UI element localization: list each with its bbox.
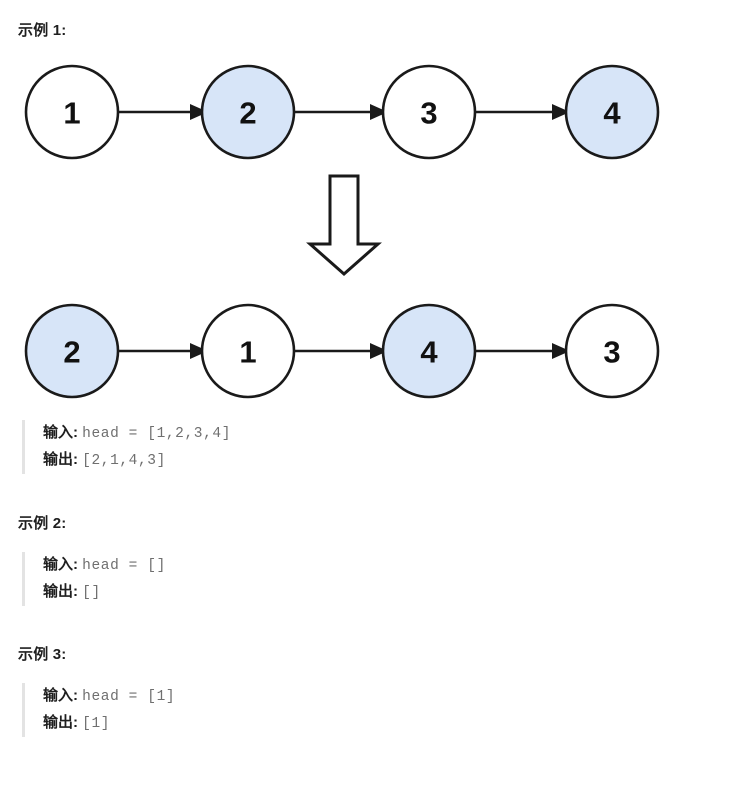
before-arrow-2 (295, 104, 388, 120)
example-3-input-value: head = [1] (82, 689, 176, 705)
before-node-2: 3 (381, 64, 477, 160)
before-node-0-label: 1 (63, 96, 80, 131)
after-node-1-label: 1 (239, 335, 256, 370)
after-node-0: 2 (24, 303, 120, 399)
before-node-1-label: 2 (239, 96, 256, 131)
after-node-1: 1 (200, 303, 296, 399)
example-1-heading: 示例 1: (18, 22, 67, 39)
after-node-2-label: 4 (420, 335, 438, 370)
after-arrow-1 (119, 343, 208, 359)
example-1-output-value: [2,1,4,3] (82, 453, 166, 469)
example-2-output-label: 输出: (43, 583, 78, 600)
example-2-io-block: 输入: head = [] 输出: [] (22, 552, 166, 606)
example-3-input-label: 输入: (43, 687, 78, 704)
after-node-0-label: 2 (63, 335, 80, 370)
example-3-output-line: 输出: [1] (43, 710, 175, 737)
example-1-io-block: 输入: head = [1,2,3,4] 输出: [2,1,4,3] (22, 420, 231, 474)
example-1-output-label: 输出: (43, 451, 78, 468)
example-1-input-value: head = [1,2,3,4] (82, 426, 231, 442)
example-1-input-line: 输入: head = [1,2,3,4] (43, 420, 231, 447)
before-arrow-3 (475, 104, 570, 120)
before-node-3: 4 (564, 64, 660, 160)
example-2-input-value: head = [] (82, 558, 166, 574)
after-arrow-2 (295, 343, 388, 359)
after-node-3: 3 (564, 303, 660, 399)
before-node-0: 1 (24, 64, 120, 160)
before-node-2-label: 3 (420, 96, 437, 131)
after-node-2: 4 (381, 303, 477, 399)
example-2-input-label: 输入: (43, 556, 78, 573)
before-arrow-1 (119, 104, 208, 120)
example-1-output-line: 输出: [2,1,4,3] (43, 447, 231, 474)
after-node-3-label: 3 (603, 335, 620, 370)
before-node-3-label: 4 (603, 96, 621, 131)
before-node-1: 2 (200, 64, 296, 160)
down-block-arrow-icon (306, 174, 382, 277)
linked-list-swap-figure: 1 2 3 4 (0, 52, 700, 402)
example-3-output-label: 输出: (43, 714, 78, 731)
example-3-input-line: 输入: head = [1] (43, 683, 175, 710)
example-2-heading: 示例 2: (18, 515, 67, 532)
example-2-input-line: 输入: head = [] (43, 552, 166, 579)
example-2-output-line: 输出: [] (43, 579, 166, 606)
after-arrow-3 (475, 343, 570, 359)
example-3-io-block: 输入: head = [1] 输出: [1] (22, 683, 175, 737)
example-3-output-value: [1] (82, 716, 111, 732)
example-1-input-label: 输入: (43, 424, 78, 441)
after-row: 2 1 4 3 (24, 303, 660, 399)
before-row: 1 2 3 4 (24, 64, 660, 160)
example-2-output-value: [] (82, 585, 101, 601)
example-3-heading: 示例 3: (18, 646, 67, 663)
